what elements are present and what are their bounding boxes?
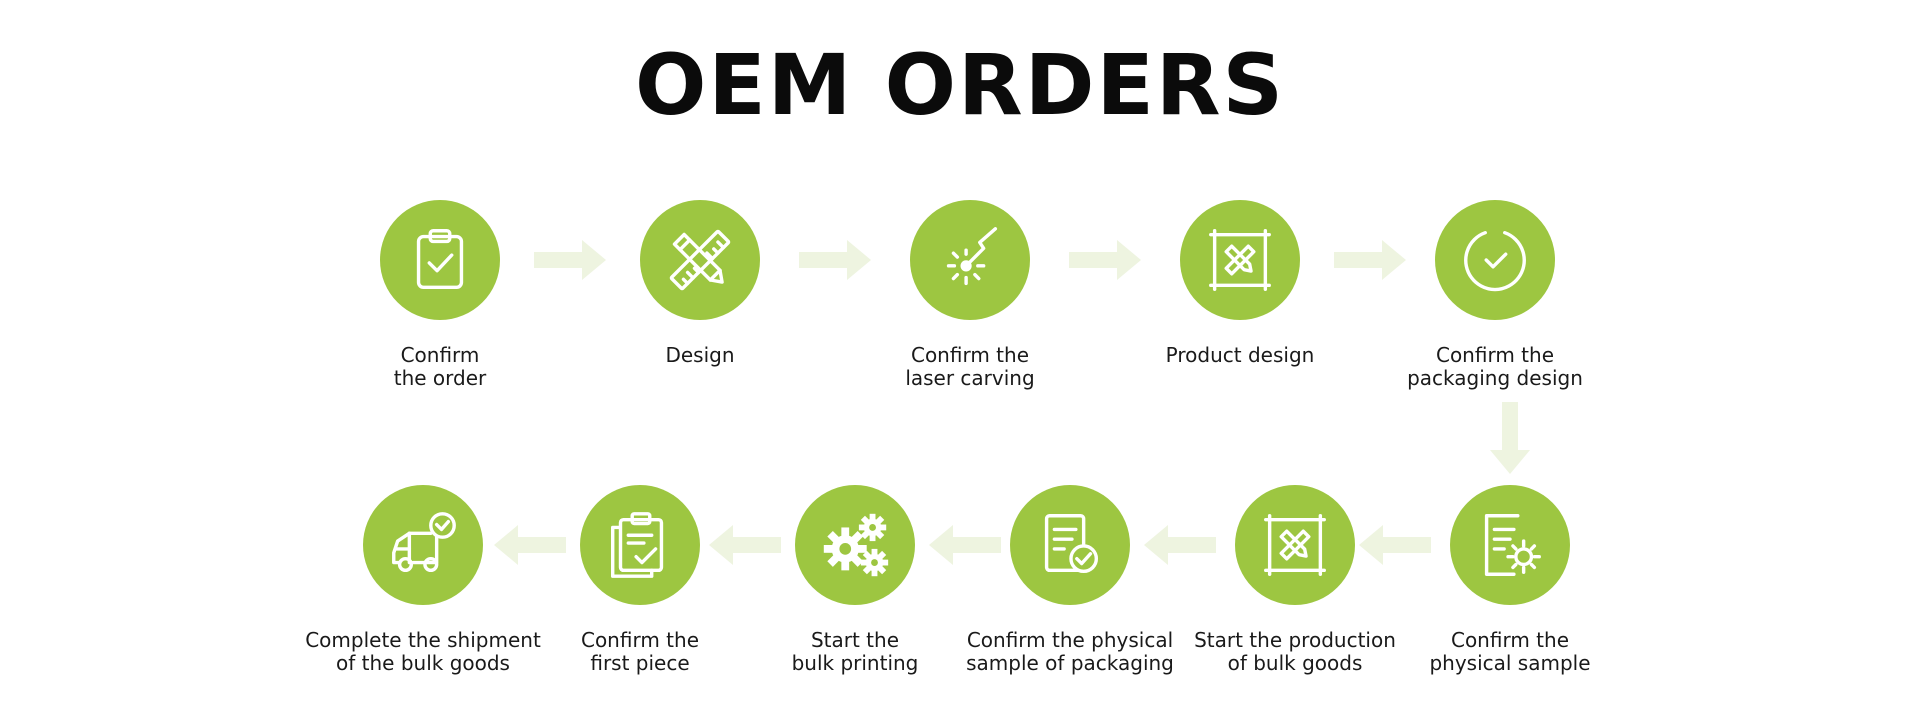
clipboard-stack-check-icon (610, 512, 664, 578)
step-circle (1450, 485, 1570, 605)
step-circle (363, 485, 483, 605)
ruler-pencil-icon (669, 229, 731, 291)
step-product-design: Product design (1120, 200, 1360, 367)
clipboard-check-icon (416, 229, 464, 290)
step-circle (380, 200, 500, 320)
step-circle (910, 200, 1030, 320)
delivery-truck-icon (392, 512, 456, 573)
step-confirm-packaging-sample: Confirm the physical sample of packaging (950, 485, 1190, 675)
step-confirm-first-piece: Confirm the first piece (520, 485, 760, 675)
document-gear-icon (1484, 514, 1541, 576)
step-label: Complete the shipment of the bulk goods (305, 628, 541, 675)
design-board-icon (1264, 514, 1326, 576)
arrow-right-icon (799, 240, 871, 280)
step-circle (1180, 200, 1300, 320)
step-label: Confirm the laser carving (905, 343, 1035, 390)
step-label: Confirm the physical sample (1429, 628, 1591, 675)
step-circle (1010, 485, 1130, 605)
step-label: Design (665, 343, 735, 367)
gears-icon (823, 513, 889, 577)
step-start-bulk-printing: Start the bulk printing (735, 485, 975, 675)
arrow-left-icon (1359, 525, 1431, 565)
step-label: Confirm the physical sample of packaging (966, 628, 1174, 675)
arrow-right-icon (1334, 240, 1406, 280)
step-confirm-order: Confirm the order (320, 200, 560, 390)
step-label: Start the production of bulk goods (1194, 628, 1396, 675)
step-circle (795, 485, 915, 605)
arrow-left-icon (929, 525, 1001, 565)
step-design: Design (580, 200, 820, 367)
arrow-left-icon (709, 525, 781, 565)
step-label: Confirm the first piece (580, 628, 699, 675)
step-confirm-packaging-design: Confirm the packaging design (1375, 200, 1615, 390)
arrow-right-icon (1069, 240, 1141, 280)
arrow-left-icon (1144, 525, 1216, 565)
arrow-left-icon (494, 525, 566, 565)
circle-check-icon (1464, 230, 1526, 292)
arrow-right-icon (534, 240, 606, 280)
design-board-icon (1209, 229, 1271, 291)
document-check-icon (1044, 514, 1099, 574)
step-circle (1435, 200, 1555, 320)
step-confirm-laser-carving: Confirm the laser carving (850, 200, 1090, 390)
step-label: Confirm the order (393, 343, 487, 390)
laser-spark-icon (946, 227, 998, 286)
step-circle (640, 200, 760, 320)
step-label: Start the bulk printing (791, 628, 919, 675)
step-start-production: Start the production of bulk goods (1175, 485, 1415, 675)
step-label: Confirm the packaging design (1407, 343, 1583, 390)
step-confirm-physical-sample: Confirm the physical sample (1390, 485, 1630, 675)
step-circle (580, 485, 700, 605)
arrow-down-icon (1490, 402, 1530, 474)
step-label: Product design (1165, 343, 1315, 367)
step-circle (1235, 485, 1355, 605)
page-title: OEM ORDERS (635, 36, 1285, 134)
step-complete-shipment: Complete the shipment of the bulk goods (303, 485, 543, 675)
